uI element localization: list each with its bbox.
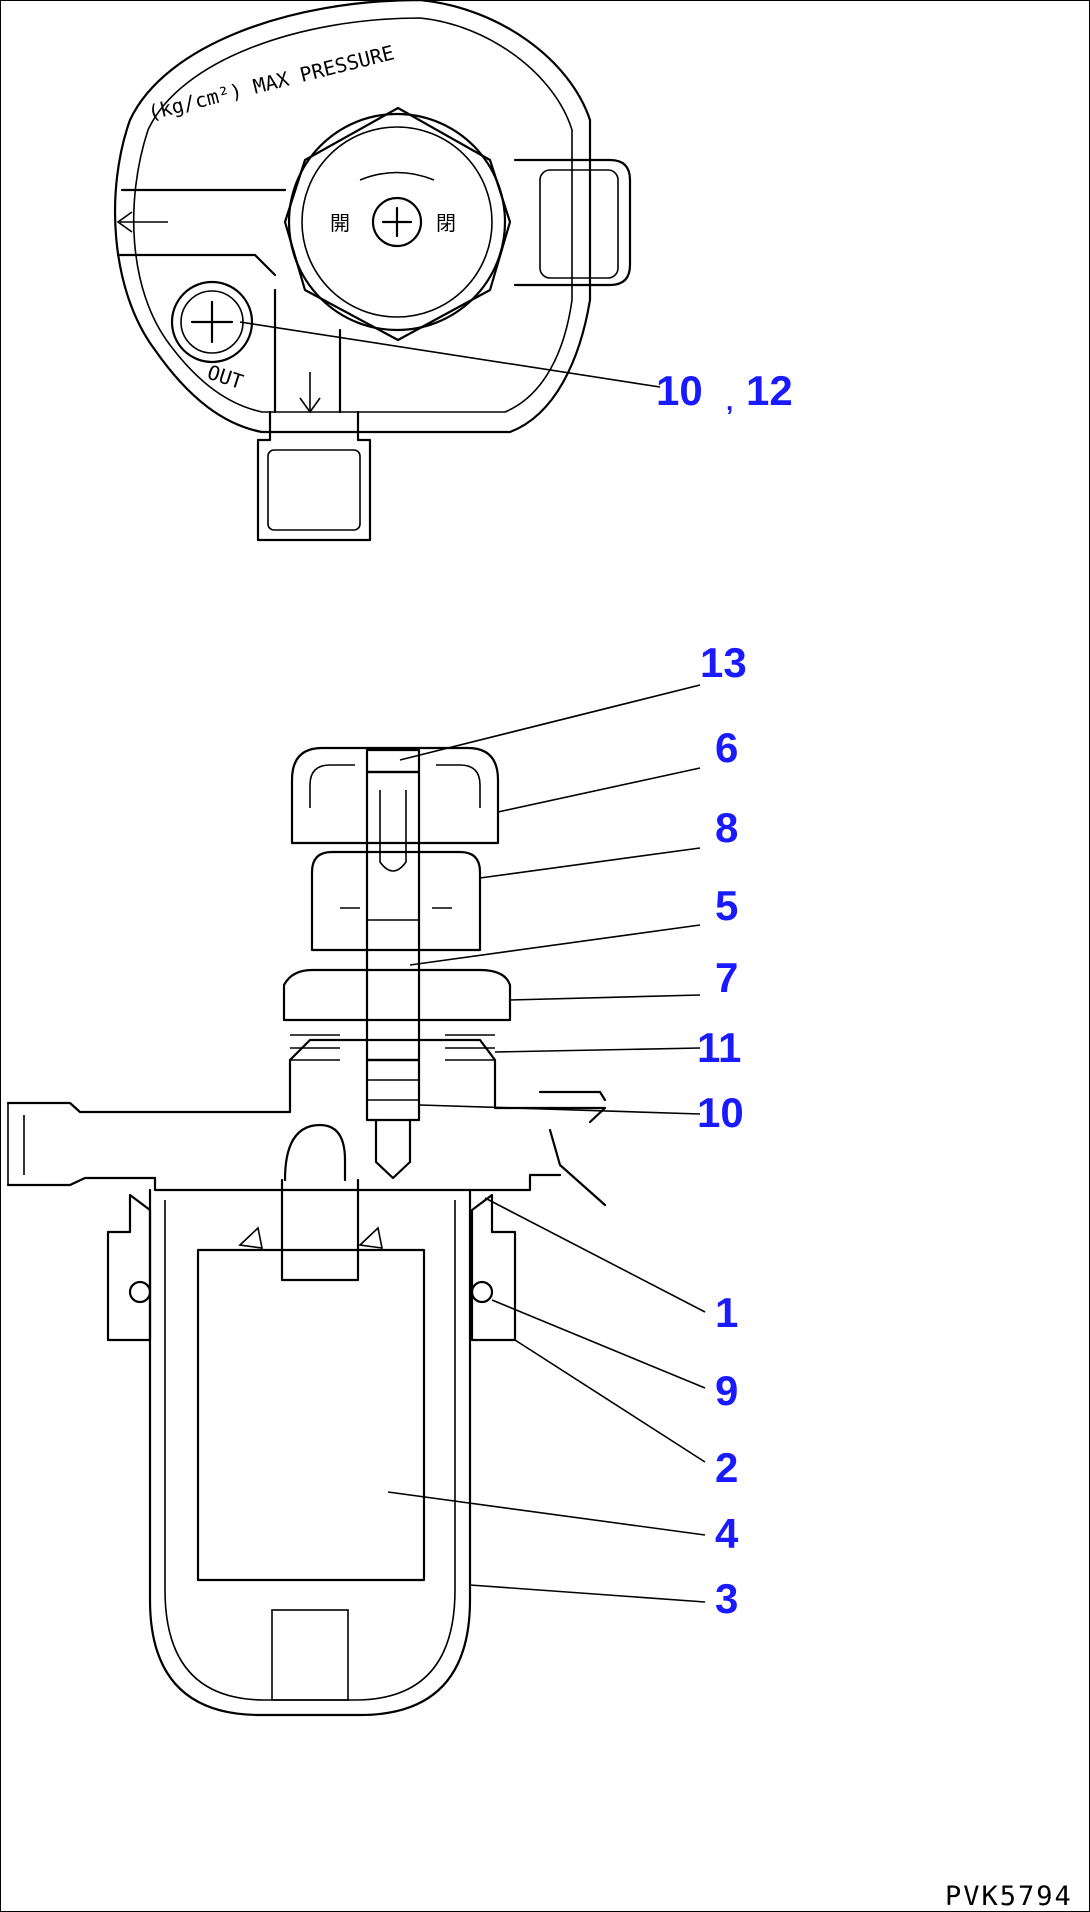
callout-3: 3 bbox=[715, 1575, 738, 1622]
cap-6-inner bbox=[309, 764, 499, 808]
bowl-drain-boss bbox=[271, 1609, 349, 1701]
body-1 bbox=[153, 1123, 562, 1192]
flow-arrow-down bbox=[299, 372, 321, 414]
stem-5-detail bbox=[367, 790, 419, 921]
stem-tip bbox=[374, 1118, 412, 1180]
top-view: (kg/cm²) MAX PRESSURE OUT 開 閉 10 , 12 bbox=[113, 0, 793, 542]
leader-3 bbox=[469, 1584, 706, 1603]
figure-id: PVK5794 bbox=[945, 1881, 1073, 1912]
leader-5 bbox=[409, 924, 701, 966]
drain-plug-cross bbox=[190, 300, 234, 344]
bonnet-ring-inner bbox=[301, 126, 493, 318]
setscrew-13 bbox=[365, 748, 421, 774]
callout-8: 8 bbox=[715, 804, 738, 851]
bowl-3-inner bbox=[164, 1200, 456, 1701]
handle-8 bbox=[310, 850, 482, 952]
side-handle-inner bbox=[539, 169, 619, 279]
engraving-max-pressure: (kg/cm²) MAX PRESSURE bbox=[145, 40, 396, 124]
leader-9 bbox=[491, 1299, 706, 1389]
callout-12: 12 bbox=[746, 367, 793, 414]
leader-2 bbox=[514, 1339, 706, 1463]
o-ring-9-left bbox=[128, 1280, 152, 1304]
leader-7 bbox=[509, 994, 701, 1001]
leader-11 bbox=[494, 1047, 701, 1053]
stem-5 bbox=[365, 770, 421, 1062]
callout-10: 10 bbox=[697, 1089, 744, 1136]
callout-11: 11 bbox=[697, 1024, 741, 1071]
cap-6 bbox=[290, 746, 500, 845]
callout-9: 9 bbox=[715, 1367, 738, 1414]
nut-7 bbox=[282, 968, 512, 1022]
inlet-pipe bbox=[6, 1038, 607, 1187]
nut-7-threads bbox=[290, 1034, 495, 1061]
outlet-fitting-inner bbox=[267, 449, 361, 531]
inlet-pipe-end bbox=[7, 1103, 25, 1185]
seal-triangles bbox=[238, 1226, 384, 1249]
bonnet-ring bbox=[287, 112, 507, 332]
callout-5: 5 bbox=[715, 882, 738, 929]
callout-13: 13 bbox=[700, 639, 747, 686]
leader-4 bbox=[387, 1491, 706, 1536]
leader-10 bbox=[419, 1104, 701, 1115]
outlet-channel bbox=[273, 288, 342, 414]
packing-11-lines bbox=[367, 1079, 419, 1101]
leader-13 bbox=[399, 684, 701, 761]
leader-10-12 bbox=[239, 321, 661, 388]
callout-4: 4 bbox=[715, 1510, 739, 1557]
callout-6: 6 bbox=[715, 724, 738, 771]
callout-1: 1 bbox=[715, 1289, 738, 1336]
callout-10-top: 10 bbox=[656, 367, 703, 414]
knob-label-left: 開 bbox=[330, 211, 350, 235]
engraving-out: OUT bbox=[204, 360, 246, 394]
outlet-spout bbox=[538, 1090, 607, 1207]
knob-label-right: 閉 bbox=[436, 211, 456, 235]
callout-7: 7 bbox=[715, 954, 738, 1001]
o-ring-9-right bbox=[470, 1280, 494, 1304]
center-post bbox=[280, 1178, 360, 1282]
flow-arrow-left bbox=[116, 211, 168, 233]
center-screw-cross bbox=[381, 206, 413, 238]
ring-2 bbox=[106, 1193, 517, 1342]
side-handle bbox=[513, 158, 632, 287]
drain-plug bbox=[170, 280, 254, 364]
leader-6 bbox=[497, 767, 701, 813]
leader-1 bbox=[484, 1197, 706, 1313]
bowl-3 bbox=[148, 1188, 472, 1717]
top-view-inner-outline bbox=[132, 17, 573, 413]
top-view-outer-body bbox=[113, 0, 592, 434]
outlet-fitting bbox=[256, 410, 372, 542]
callout-2: 2 bbox=[715, 1444, 738, 1491]
face-divider-lower bbox=[116, 253, 277, 277]
packing-11 bbox=[365, 1058, 421, 1122]
center-screw bbox=[371, 196, 423, 248]
filter-element-4 bbox=[196, 1248, 426, 1582]
leader-8 bbox=[479, 847, 701, 879]
rotation-arrow bbox=[359, 171, 435, 181]
callout-separator: , bbox=[726, 386, 733, 416]
section-view: 13 6 8 5 7 11 10 1 9 2 4 3 bbox=[6, 639, 747, 1717]
